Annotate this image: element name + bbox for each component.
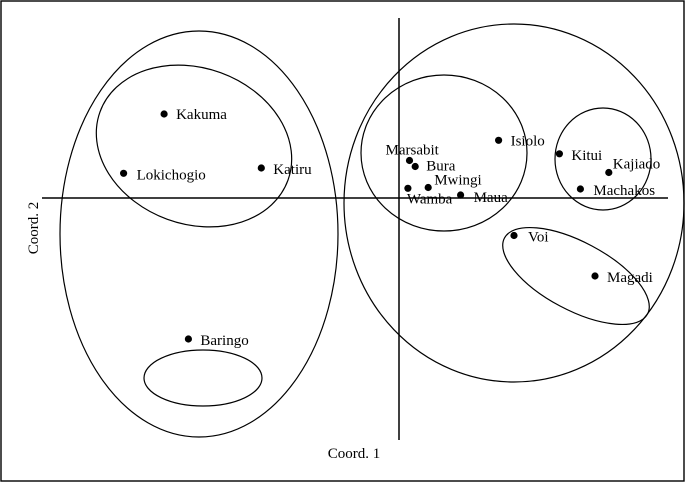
point-maua (457, 191, 465, 199)
cluster-outline-baringo (143, 349, 263, 407)
point-isiolo (495, 136, 503, 144)
data-points (120, 110, 613, 343)
point-label-kakuma: Kakuma (176, 107, 227, 123)
x-axis-title: Coord. 1 (328, 446, 381, 462)
y-axis-title: Coord. 2 (26, 202, 42, 255)
point-label-baringo: Baringo (200, 333, 248, 349)
point-label-marsabit: Marsabit (386, 143, 440, 159)
point-kitui (555, 150, 564, 158)
cluster-outline-northwest (59, 30, 339, 438)
point-kakuma (160, 110, 168, 118)
cluster-outline-voi-group (502, 226, 650, 326)
point-mwingi (424, 183, 432, 192)
point-label-maua: Maua (474, 190, 508, 206)
point-label-magadi: Magadi (607, 270, 653, 286)
point-voi (510, 231, 518, 240)
point-wamba (404, 184, 412, 192)
point-bura (411, 162, 419, 171)
point-label-wamba: Wamba (407, 191, 453, 207)
point-katiru (257, 164, 265, 172)
point-label-isiolo: Isiolo (511, 133, 545, 149)
point-machakos (576, 185, 585, 193)
point-magadi (591, 272, 599, 280)
point-label-mwingi: Mwingi (434, 173, 482, 189)
point-lokichogio (120, 169, 128, 177)
cluster-outline-kakuma-group (95, 64, 293, 228)
point-label-voi: Voi (528, 230, 549, 246)
point-label-katiru: Katiru (273, 162, 312, 178)
point-kajiado (605, 168, 613, 177)
cluster-outlines (59, 23, 685, 438)
point-label-bura: Bura (426, 159, 456, 175)
point-baringo (184, 335, 192, 343)
cluster-outline-central-group (360, 74, 528, 232)
cluster-outline-kitui-group (554, 107, 652, 211)
point-label-lokichogio: Lokichogio (137, 167, 206, 183)
point-label-machakos: Machakos (593, 183, 655, 199)
point-label-kajiado: Kajiado (613, 157, 660, 173)
cluster-outline-east (343, 23, 685, 383)
point-marsabit (405, 156, 414, 165)
point-label-kitui: Kitui (571, 148, 602, 164)
